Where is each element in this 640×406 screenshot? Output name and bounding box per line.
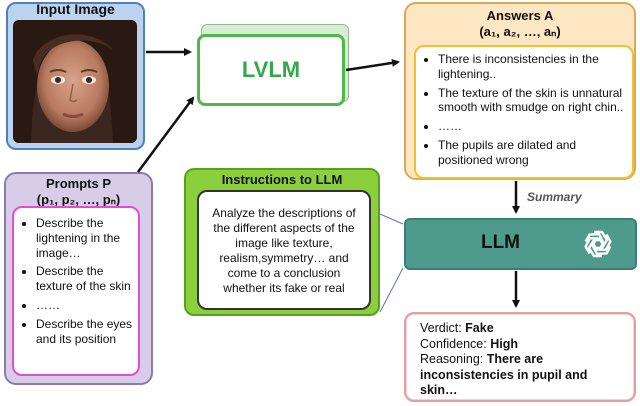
answers-title-line2: (a₁, a₂, …, aₙ) <box>479 24 561 39</box>
verdict-key: Verdict: <box>420 321 462 335</box>
openai-logo-icon <box>578 224 618 264</box>
arrow-prompts-to-lvlm <box>136 96 195 173</box>
verdict-value: Fake <box>465 321 494 335</box>
answers-title: Answers A (a₁, a₂, …, aₙ) <box>404 8 636 40</box>
list-item: The texture of the skin is unnatural smo… <box>438 86 626 116</box>
connector-instructions-to-llm-bottom <box>379 267 404 313</box>
reasoning-value: There are inconsistencies in pupil and s… <box>420 352 588 397</box>
lvlm-label: LVLM <box>241 57 301 82</box>
list-item: Describe the eyes and its position <box>36 317 134 347</box>
list-item: Describe the lightening in the image… <box>36 216 134 260</box>
arrow-lvlm-to-answers <box>345 58 400 72</box>
verdict-line: Verdict: Fake <box>420 321 628 337</box>
prompts-list: Describe the lightening in the image… De… <box>22 216 134 346</box>
answers-list: There is inconsistencies in the lighteni… <box>424 52 626 168</box>
lvlm-box: LVLM <box>197 34 345 106</box>
confidence-value: High <box>490 336 518 351</box>
instructions-title: Instructions to LLM <box>221 172 343 187</box>
connector-instructions-to-llm-top <box>379 213 404 225</box>
llm-box <box>404 218 637 270</box>
summary-label: Summary <box>527 190 582 204</box>
verdict-panel: Verdict: Fake Confidence: High Reasoning… <box>404 312 636 402</box>
list-item: The pupils are dilated and positioned wr… <box>438 138 626 168</box>
prompts-title: Prompts P (p₁, p₂, …, pₙ) <box>4 176 153 208</box>
list-item: Describe the texture of the skin <box>36 264 134 294</box>
list-item: …… <box>438 119 626 134</box>
list-item: There is inconsistencies in the lighteni… <box>438 52 626 82</box>
confidence-line: Confidence: High <box>420 337 628 353</box>
prompts-title-line2: (p₁, p₂, …, pₙ) <box>36 192 121 207</box>
reasoning-line: Reasoning: There are inconsistencies in … <box>420 352 628 399</box>
llm-label: LLM <box>480 232 521 253</box>
prompts-list-box: Describe the lightening in the image… De… <box>12 206 140 376</box>
prompts-title-line1: Prompts P <box>45 176 111 191</box>
instructions-text-box: Analyze the descriptions of the differen… <box>197 190 371 310</box>
confidence-key: Confidence: <box>420 336 487 351</box>
answers-list-box: There is inconsistencies in the lighteni… <box>414 45 634 179</box>
answers-title-line1: Answers A <box>486 8 554 23</box>
instructions-text: Analyze the descriptions of the differen… <box>212 206 356 295</box>
input-face-image <box>13 20 137 143</box>
list-item: …… <box>36 298 134 313</box>
input-image-title: Input Image <box>36 1 115 17</box>
reasoning-key: Reasoning: <box>420 352 484 366</box>
